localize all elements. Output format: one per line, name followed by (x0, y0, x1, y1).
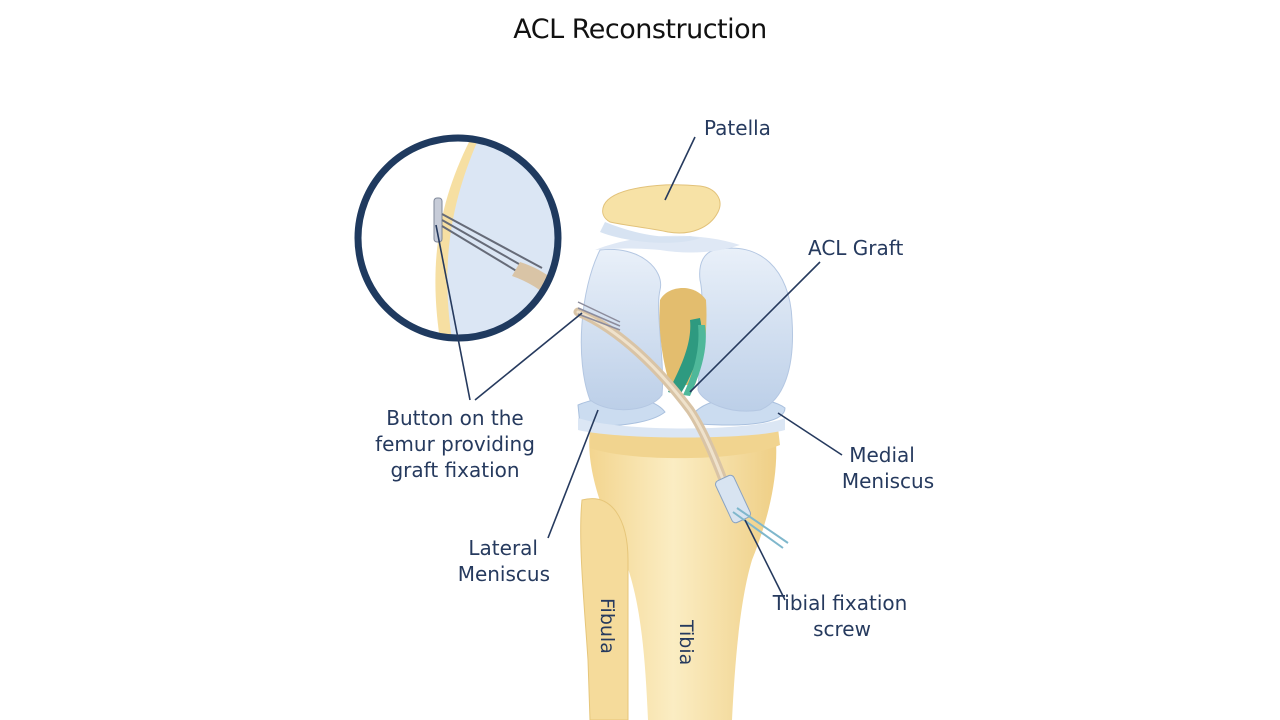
page-title: ACL Reconstruction (513, 14, 767, 45)
fibula-label: Fibula (596, 598, 618, 654)
acl-graft (668, 318, 706, 396)
screw-label-1: Tibial fixation (772, 591, 908, 615)
button-leader-2 (474, 312, 583, 401)
button-leader-1 (435, 224, 471, 401)
lateral-meniscus-label-1: Lateral (468, 536, 538, 560)
button-label-2: femur providing (375, 432, 535, 456)
lateral-meniscus-label-2: Meniscus (458, 562, 550, 586)
tibial-screw (715, 474, 789, 549)
femoral-button-sutures (577, 301, 621, 331)
medial-meniscus-label-1: Medial (849, 443, 915, 467)
screw-leader (744, 519, 786, 601)
medial-meniscus-label-2: Meniscus (842, 469, 934, 493)
acl-graft-label: ACL Graft (808, 236, 903, 260)
button-label-1: Button on the (386, 406, 523, 430)
tibia-label: Tibia (675, 619, 697, 665)
button-label-3: graft fixation (390, 458, 519, 482)
lateral-meniscus-leader (547, 409, 599, 539)
patella-label: Patella (704, 116, 771, 140)
magnified-inset (354, 134, 562, 342)
acl-graft-leader (689, 261, 821, 393)
patella-bone (602, 184, 721, 234)
fibula-bone (580, 498, 629, 720)
femur-condyles (580, 235, 793, 412)
patella-leader (664, 136, 696, 201)
screw-label-2: screw (813, 617, 871, 641)
medial-meniscus-leader (777, 412, 843, 456)
